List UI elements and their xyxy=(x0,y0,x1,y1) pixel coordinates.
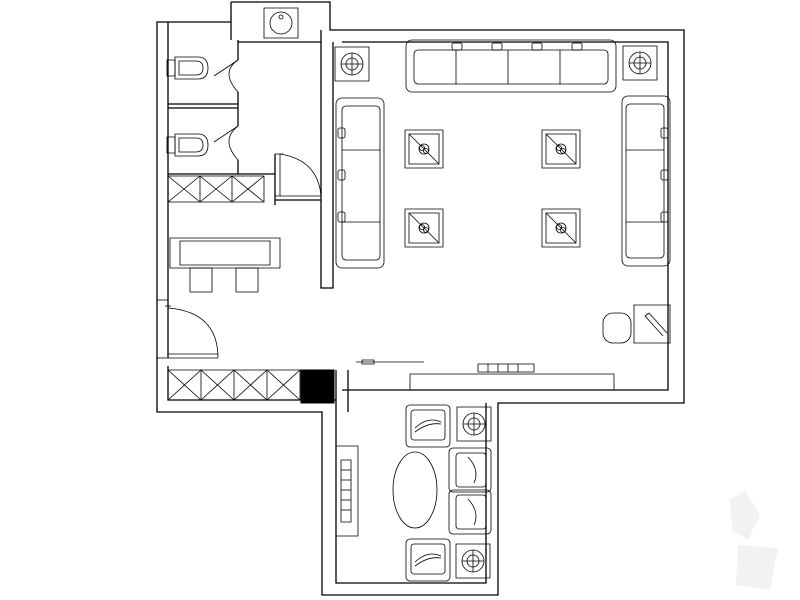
entry-door xyxy=(165,306,218,358)
sofa-right xyxy=(622,96,670,266)
armchair-right-lower xyxy=(449,490,491,534)
work-counter xyxy=(170,238,280,268)
storage-cabinet-upper xyxy=(168,176,264,202)
exterior-walls xyxy=(157,2,684,595)
round-stool xyxy=(603,313,631,343)
corridor-door xyxy=(275,154,321,196)
armchair-bottom xyxy=(405,538,451,582)
sofa-left xyxy=(336,98,384,268)
side-table-hall-right xyxy=(622,45,658,81)
interior-partitions xyxy=(168,30,348,412)
side-table-hall-left xyxy=(334,46,370,82)
armchair-right-upper xyxy=(449,448,491,492)
display-counter xyxy=(410,374,614,390)
tv-cabinet xyxy=(336,446,358,536)
structural-column xyxy=(301,370,334,403)
coffee-table-3 xyxy=(404,208,444,248)
coffee-table-4 xyxy=(541,208,581,248)
stool-left xyxy=(190,268,212,292)
sofa-long xyxy=(406,40,616,92)
wash-basin xyxy=(264,8,298,38)
toilet-lower xyxy=(166,133,209,157)
restroom-doors xyxy=(214,60,238,160)
storage-cabinet-lower xyxy=(168,370,300,400)
armchair-top xyxy=(405,404,451,448)
threshold-marker xyxy=(356,360,424,364)
side-table-lounge-bottom xyxy=(455,543,491,579)
toilet-upper xyxy=(166,56,209,80)
coffee-table-2 xyxy=(541,129,581,169)
coffee-table-1 xyxy=(404,129,444,169)
display-stand xyxy=(634,305,670,343)
stool-right xyxy=(236,268,258,292)
watermark xyxy=(730,490,778,590)
radiator xyxy=(478,364,534,372)
oval-table xyxy=(393,452,437,528)
